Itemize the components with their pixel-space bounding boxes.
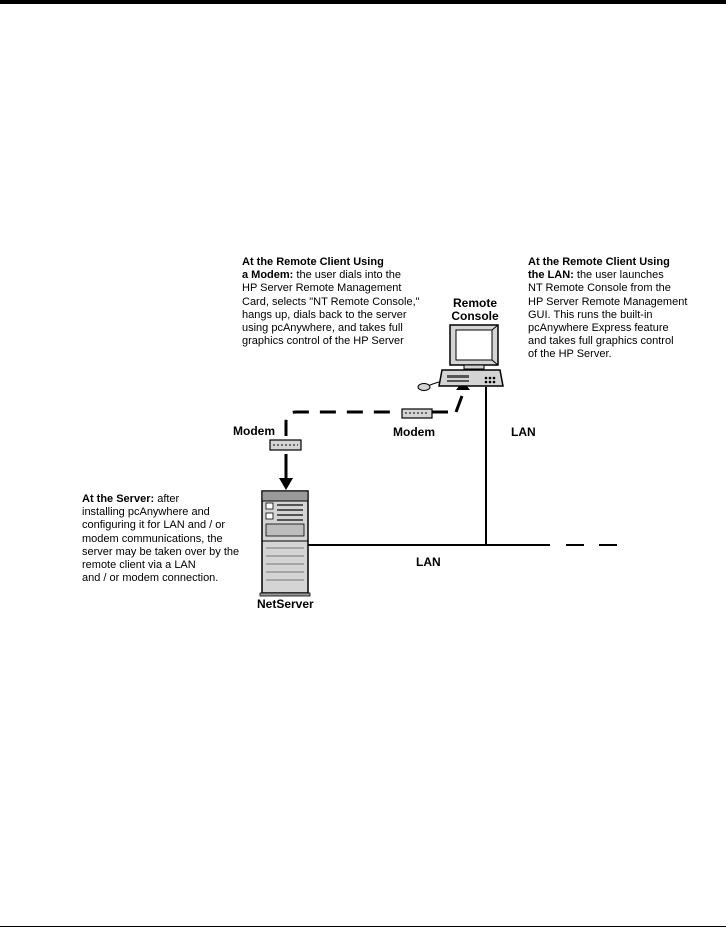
lan-vertical-label: LAN: [511, 426, 536, 439]
modem-note-l3: HP Server Remote Management: [242, 282, 420, 295]
server-note-l4: modem communications, the: [82, 533, 239, 546]
lan-note-l3: NT Remote Console from the: [528, 282, 687, 295]
modem-note-l4: Card, selects "NT Remote Console,": [242, 296, 420, 309]
netserver-label: NetServer: [257, 598, 314, 611]
modem-note-l7: graphics control of the HP Server: [242, 335, 420, 348]
modem-note-heading-l1: At the Remote Client Using: [242, 256, 384, 268]
modem-right-device: [402, 409, 432, 418]
modem-note-l6: using pcAnywhere, and takes full: [242, 322, 420, 335]
server-note-l5: server may be taken over by the: [82, 546, 239, 559]
lan-note-heading-l1: At the Remote Client Using: [528, 256, 670, 268]
modem-note-l5: hangs up, dials back to the server: [242, 309, 420, 322]
server-note-heading: At the Server:: [82, 493, 154, 505]
server-note-l6: remote client via a LAN: [82, 559, 239, 572]
modem-note-l2-text: the user dials into the: [293, 269, 401, 281]
remote-console-label: Remote Console: [440, 297, 510, 323]
lan-note-l2-text: the user launches: [574, 269, 664, 281]
server-note-l7: and / or modem connection.: [82, 572, 239, 585]
lan-note-l5: GUI. This runs the built-in: [528, 309, 687, 322]
lan-note-l4: HP Server Remote Management: [528, 296, 687, 309]
lan-note-l7: and takes full graphics control: [528, 335, 687, 348]
modem-dashed-link: [286, 396, 462, 436]
lan-note-l6: pcAnywhere Express feature: [528, 322, 687, 335]
server-note-l3: configuring it for LAN and / or: [82, 519, 239, 532]
modem-note-heading-l2: a Modem:: [242, 269, 293, 281]
lan-note-heading-l2: the LAN:: [528, 269, 574, 281]
arrowhead-server: [279, 478, 293, 490]
server-note: At the Server: after installing pcAnywhe…: [82, 493, 239, 585]
remote-console-label-l2: Console: [440, 310, 510, 323]
lan-note: At the Remote Client Using the LAN: the …: [528, 256, 687, 362]
netserver-tower: [260, 491, 310, 596]
modem-note: At the Remote Client Using a Modem: the …: [242, 256, 420, 348]
remote-console-computer: [418, 325, 503, 391]
server-note-l1-text: after: [154, 493, 179, 505]
server-note-l2: installing pcAnywhere and: [82, 506, 239, 519]
bottom-rule: [0, 926, 726, 927]
modem-left-device: [270, 440, 301, 450]
lan-note-l8: of the HP Server.: [528, 348, 687, 361]
lan-horizontal-label: LAN: [416, 556, 441, 569]
modem-left-label: Modem: [233, 425, 275, 438]
modem-right-label: Modem: [393, 426, 435, 439]
